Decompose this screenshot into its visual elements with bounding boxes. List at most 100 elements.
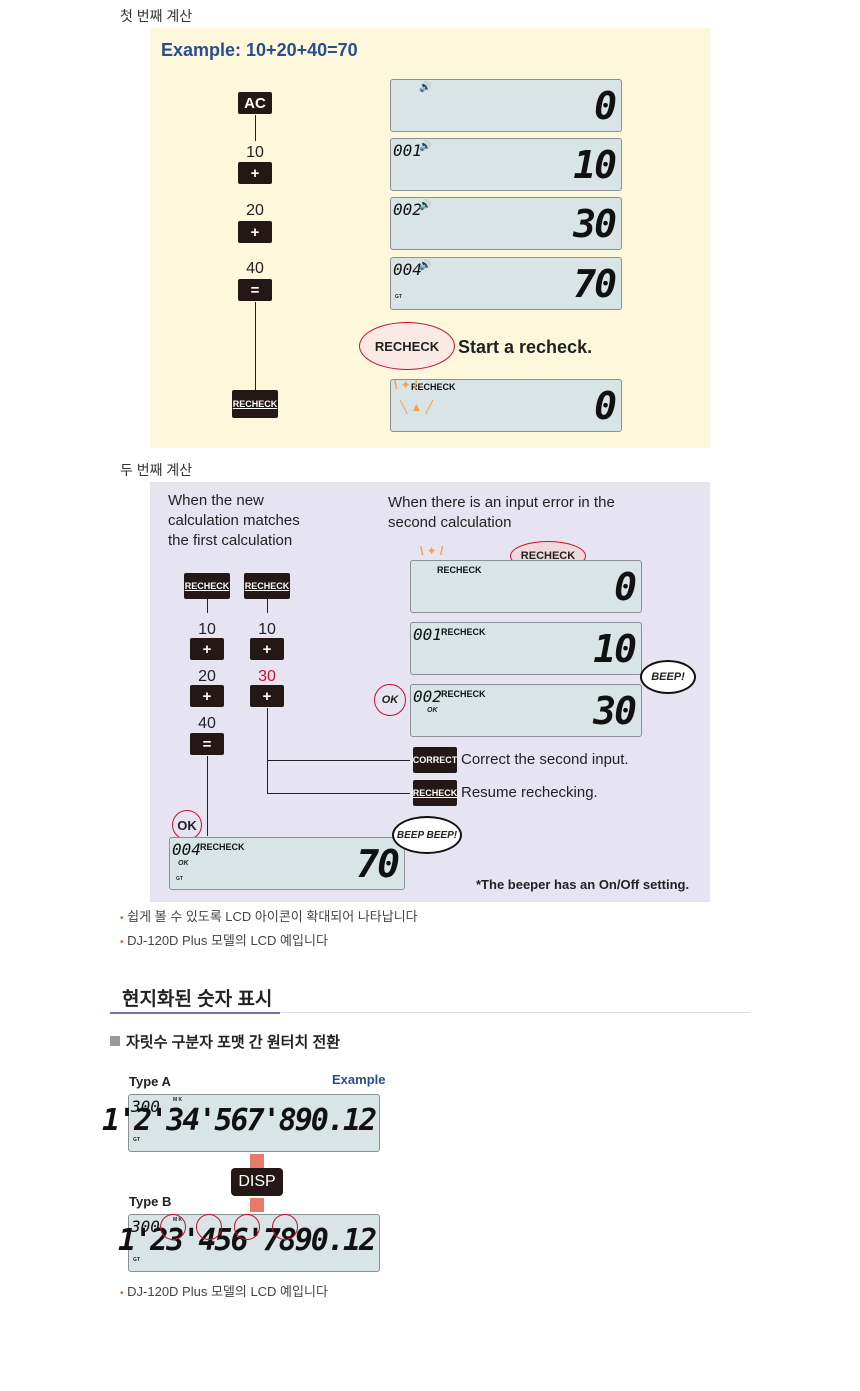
ok-callout: OK [374, 684, 406, 716]
gt-indicator: GT [133, 1257, 140, 1263]
recheck-callout: RECHECK [359, 322, 455, 370]
input-10: 10 [258, 621, 276, 638]
lcd-display: 002 🔊 30 [390, 197, 622, 250]
input-40: 40 [198, 715, 216, 732]
lcd-value: 0 [594, 384, 617, 428]
lcd-display: 001 RECHECK 10 [410, 622, 642, 675]
lcd-value: 10 [573, 143, 617, 187]
left-heading: When the new calculation matches the fir… [168, 492, 300, 549]
separator-highlight [196, 1214, 222, 1240]
section-underline [110, 1012, 280, 1014]
correct-text: Correct the second input. [461, 751, 629, 768]
gt-indicator: GT [395, 294, 402, 300]
note-text: 쉽게 볼 수 있도록 LCD 아이콘이 확대되어 나타납니다 [127, 909, 418, 924]
lcd-value: 0 [594, 84, 617, 128]
plus-key: + [190, 685, 224, 707]
lcd-display: 004 🔊 GT 70 [390, 257, 622, 310]
lcd-display: 004 RECHECK OK GT 70 [169, 837, 405, 890]
lcd-counter: 001 [413, 625, 442, 644]
example-panel-first: Example: 10+20+40=70 AC 10 + 20 + 40 = R… [150, 28, 710, 448]
flash-mark: \ ✦ / [420, 544, 444, 558]
beep-bubble: BEEP! [640, 660, 696, 694]
flow-arrow [267, 760, 410, 761]
type-b-label: Type B [129, 1194, 172, 1209]
gt-indicator: GT [176, 876, 183, 882]
lcd-value: 10 [593, 627, 637, 671]
input-20: 20 [246, 202, 264, 219]
flow-arrow [255, 115, 256, 141]
resume-text: Resume rechecking. [461, 784, 598, 801]
input-30-error: 30 [258, 668, 276, 685]
start-recheck-text: Start a recheck. [458, 337, 593, 357]
lcd-display: 002 RECHECK OK 30 [410, 684, 642, 737]
example-label: Example [332, 1072, 386, 1087]
recheck-key: RECHECK [184, 573, 230, 599]
recheck-indicator: RECHECK [411, 382, 456, 392]
flow-arrow [255, 302, 256, 390]
flow-arrow [207, 756, 208, 836]
example-panel-second: When the new calculation matches the fir… [150, 482, 710, 902]
beep-beep-bubble: BEEP BEEP! [392, 816, 462, 854]
flash-mark: ╲ ▲ ╱ [400, 400, 433, 414]
separator-highlight [234, 1214, 260, 1240]
recheck-indicator: RECHECK [437, 565, 482, 575]
disp-key: DISP [231, 1168, 283, 1196]
input-40: 40 [246, 260, 264, 277]
recheck-indicator: RECHECK [441, 627, 486, 637]
ok-indicator: OK [427, 707, 438, 714]
note-item: • DJ-120D Plus 모델의 LCD 예입니다 [120, 1281, 328, 1300]
example-title: Example: 10+20+40=70 [161, 40, 358, 60]
toggle-arrow [250, 1198, 264, 1212]
ac-key: AC [238, 92, 272, 114]
input-20: 20 [198, 668, 216, 685]
lcd-counter: 002 [393, 200, 422, 219]
recheck-indicator: RECHECK [200, 842, 245, 852]
beeper-note: *The beeper has an On/Off setting. [476, 877, 690, 892]
correct-key: CORRECT [413, 747, 457, 773]
lcd-value: 0 [614, 565, 637, 609]
toggle-arrow [250, 1154, 264, 1168]
caption-first-calc: 첫 번째 계산 [120, 8, 193, 24]
input-10: 10 [246, 144, 264, 161]
equals-key: = [190, 733, 224, 755]
lcd-counter: 001 [393, 141, 422, 160]
lcd-value: 30 [573, 202, 617, 246]
lcd-counter: 300 [131, 1217, 160, 1236]
speaker-icon: 🔊 [419, 141, 432, 152]
lcd-display: 🔊 0 [390, 79, 622, 132]
separator-highlight [160, 1214, 186, 1240]
plus-key: + [250, 638, 284, 660]
mk-indicator: M K [173, 1097, 183, 1103]
flow-arrow [267, 599, 268, 613]
recheck-key: RECHECK [244, 573, 290, 599]
note-item: • DJ-120D Plus 모델의 LCD 예입니다 [120, 930, 328, 949]
speaker-icon: 🔊 [419, 82, 432, 93]
plus-key: + [190, 638, 224, 660]
plus-key: + [238, 162, 272, 184]
lcd-counter: 002 [413, 687, 442, 706]
bullet-icon: • [120, 937, 124, 948]
bullet-icon: • [120, 913, 124, 924]
type-a-label: Type A [129, 1074, 171, 1089]
lcd-display: 001 🔊 10 [390, 138, 622, 191]
flow-arrow [267, 793, 410, 794]
lcd-counter: 004 [172, 840, 201, 859]
lcd-display: RECHECK 0 [410, 560, 642, 613]
recheck-callout-label: RECHECK [374, 338, 440, 354]
ok-callout: OK [172, 810, 202, 840]
section-heading: 현지화된 숫자 표시 [122, 989, 273, 1010]
lcd-display-type-a: 300 M K GT 1'2'34'567'890.12 [102, 1094, 380, 1152]
lcd-counter: 300 [131, 1097, 160, 1116]
plus-key: + [238, 221, 272, 243]
lcd-value: 70 [573, 262, 617, 306]
input-10: 10 [198, 621, 216, 638]
recheck-key: RECHECK [232, 390, 278, 418]
gt-indicator: GT [133, 1137, 140, 1143]
lcd-counter: 004 [393, 260, 422, 279]
subheading: 자릿수 구분자 포맷 간 원터치 전환 [126, 1034, 341, 1051]
bullet-icon: • [120, 1288, 124, 1299]
speaker-icon: 🔊 [419, 260, 432, 271]
section-divider [280, 1012, 750, 1013]
separator-highlight [272, 1214, 298, 1240]
flow-arrow [207, 599, 208, 613]
